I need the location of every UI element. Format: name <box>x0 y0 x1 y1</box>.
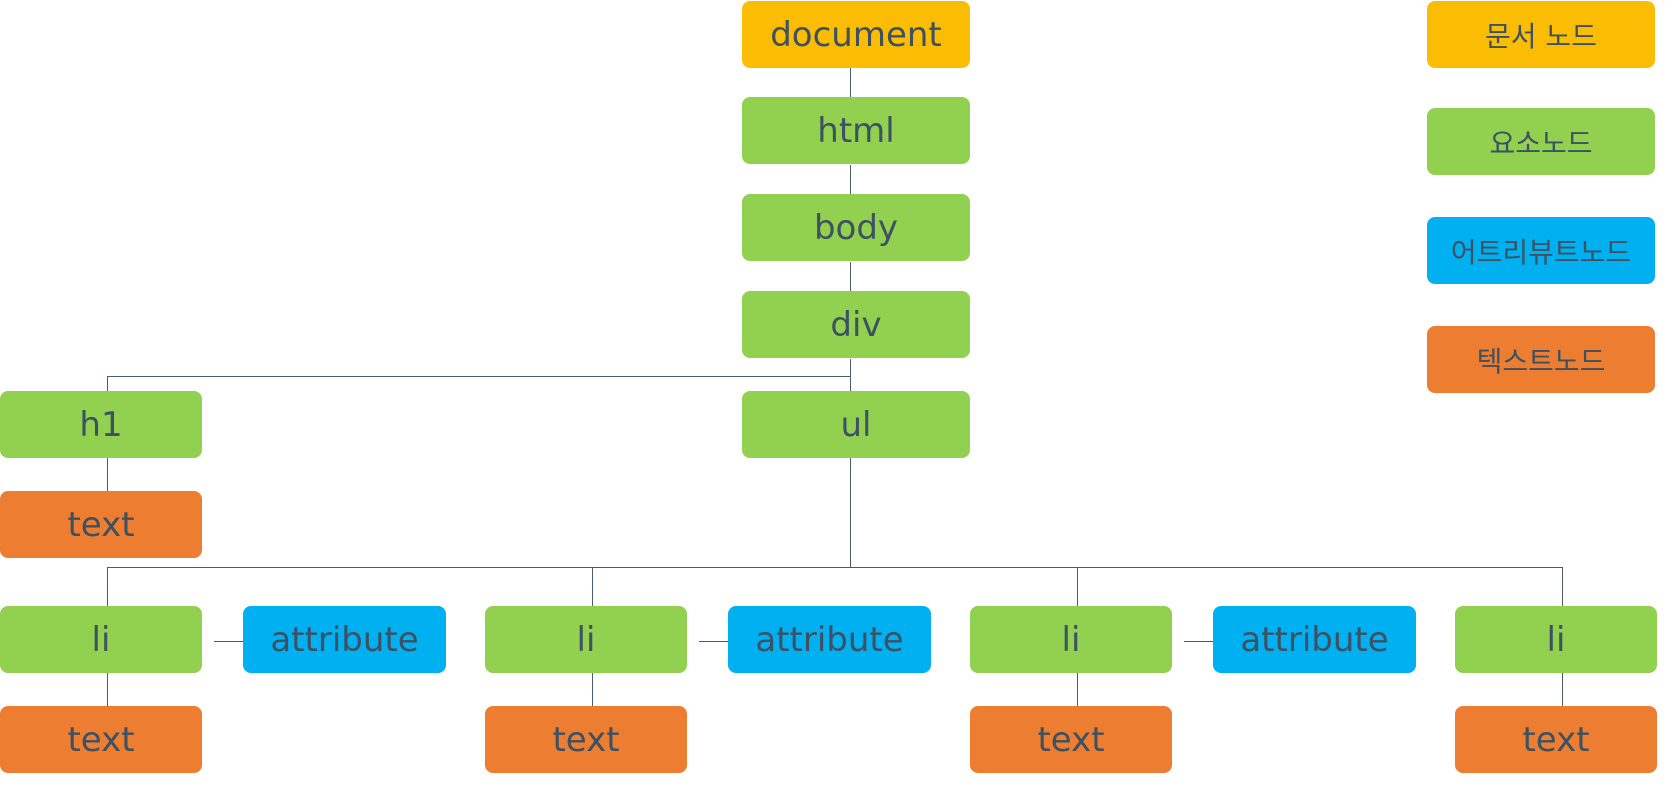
legend-attribute-node: 어트리뷰트노드 <box>1427 217 1655 284</box>
connector-document-html <box>850 68 851 97</box>
h1-text-node: text <box>0 491 202 558</box>
connector-li4-drop <box>1562 567 1563 606</box>
li-text-node-1: text <box>0 706 202 773</box>
legend-document-node: 문서 노드 <box>1427 1 1655 68</box>
connector-li2-text <box>592 673 593 706</box>
connector-div-down <box>850 359 851 391</box>
connector-html-body <box>850 165 851 194</box>
connector-li2-attribute <box>699 641 728 642</box>
li-node-1: li <box>0 606 202 673</box>
li-text-node-4: text <box>1455 706 1657 773</box>
connector-li4-text <box>1562 673 1563 706</box>
li-node-4: li <box>1455 606 1657 673</box>
connector-body-div <box>850 262 851 291</box>
connector-li3-drop <box>1077 567 1078 606</box>
connector-li3-attribute <box>1184 641 1213 642</box>
li-node-3: li <box>970 606 1172 673</box>
h1-node: h1 <box>0 391 202 458</box>
attribute-node-2: attribute <box>728 606 931 673</box>
connector-ul-li-horizontal <box>107 567 1562 568</box>
connector-li2-drop <box>592 567 593 606</box>
connector-h1-text <box>107 458 108 491</box>
attribute-node-3: attribute <box>1213 606 1416 673</box>
body-node: body <box>742 194 970 261</box>
document-node: document <box>742 1 970 68</box>
attribute-node-1: attribute <box>243 606 446 673</box>
connector-li1-text <box>107 673 108 706</box>
connector-li1-drop <box>107 567 108 606</box>
li-node-2: li <box>485 606 687 673</box>
connector-ul-down <box>850 458 851 568</box>
ul-node: ul <box>742 391 970 458</box>
connector-h1-drop <box>107 376 108 391</box>
connector-li1-attribute <box>214 641 243 642</box>
legend-element-node: 요소노드 <box>1427 108 1655 175</box>
connector-div-h1-horizontal <box>107 376 851 377</box>
li-text-node-3: text <box>970 706 1172 773</box>
legend-text-node: 텍스트노드 <box>1427 326 1655 393</box>
html-node: html <box>742 97 970 164</box>
connector-li3-text <box>1077 673 1078 706</box>
li-text-node-2: text <box>485 706 687 773</box>
div-node: div <box>742 291 970 358</box>
